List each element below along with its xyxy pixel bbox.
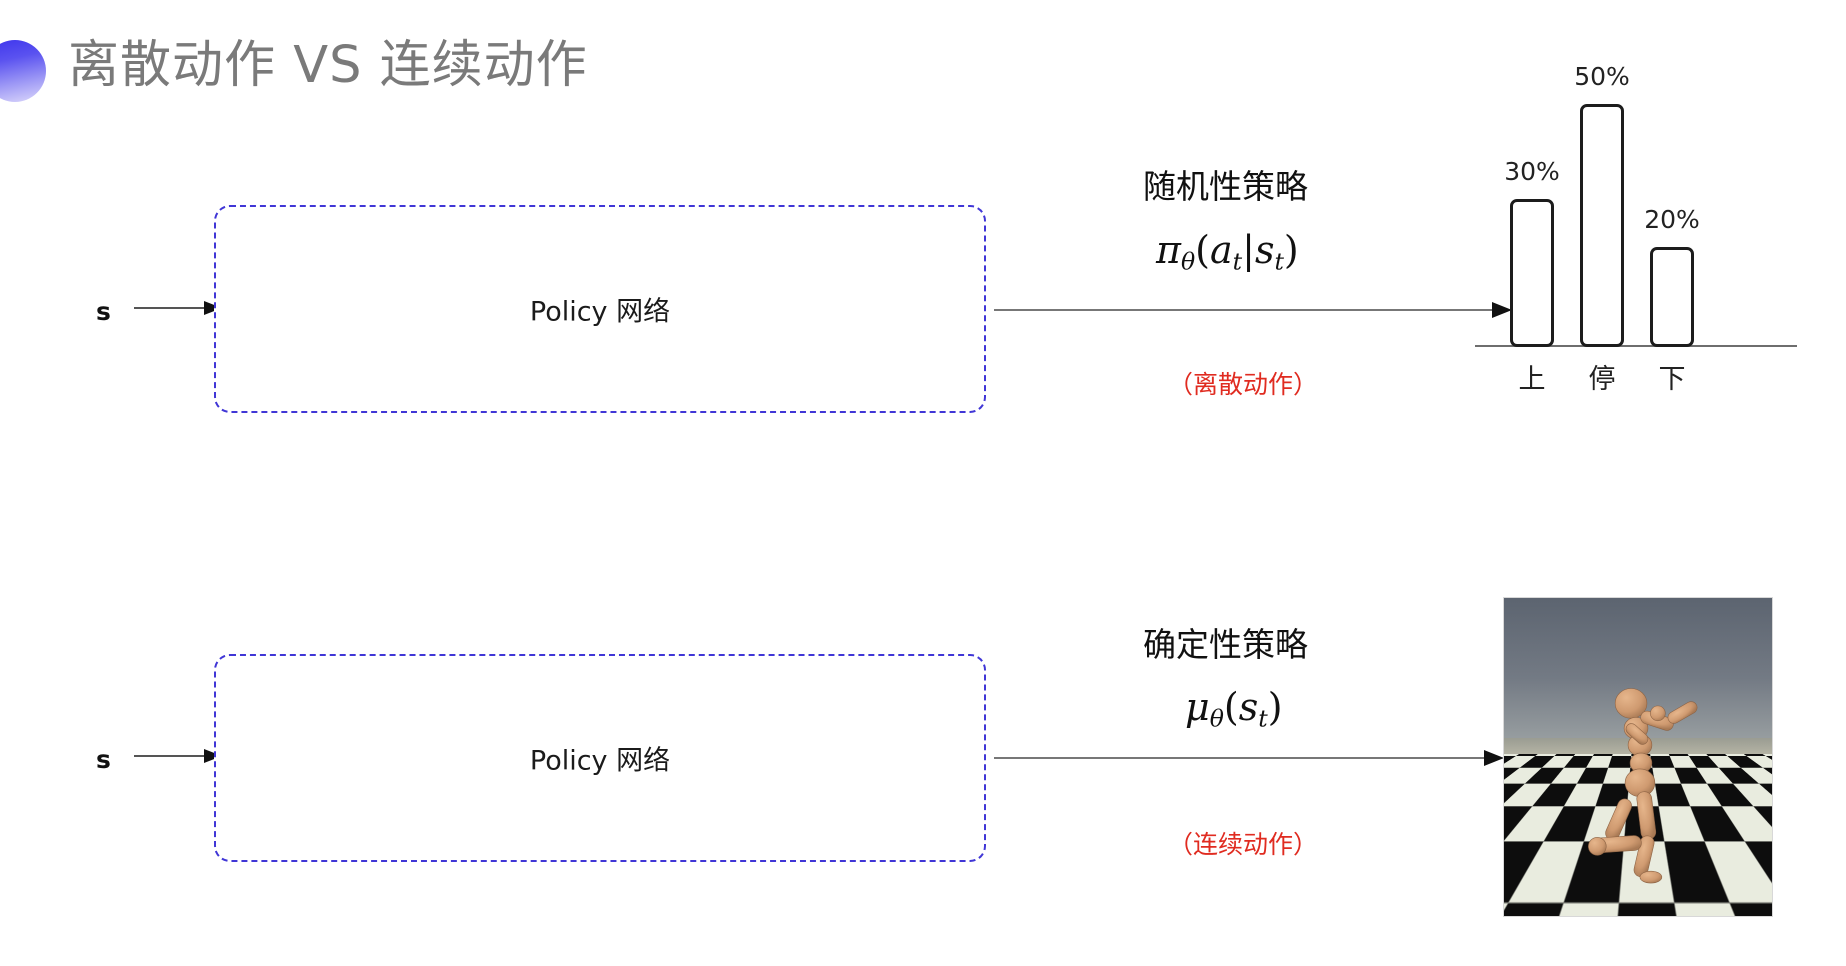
formula-open-paren: ( bbox=[1223, 685, 1239, 729]
formula-base-subscript: θ bbox=[1209, 704, 1224, 733]
formula-arg1: a bbox=[1210, 228, 1233, 272]
formula-arg2: s bbox=[1254, 228, 1275, 272]
formula-arg1-subscript: t bbox=[1232, 247, 1243, 276]
formula-close-paren: ) bbox=[1267, 685, 1283, 729]
arrow-policy-to-simulation bbox=[994, 750, 1504, 766]
policy-network-box-discrete[interactable]: Policy 网络 bbox=[214, 205, 986, 413]
state-input-label-continuous: s bbox=[96, 745, 111, 774]
humanoid-simulation-image bbox=[1503, 597, 1773, 917]
humanoid-figure bbox=[1588, 688, 1698, 884]
category-label-1: 停 bbox=[1588, 364, 1616, 395]
bar-value-label-0: 30% bbox=[1504, 157, 1560, 186]
policy-network-label-continuous: Policy 网络 bbox=[529, 745, 671, 777]
formula-base: π bbox=[1156, 228, 1181, 272]
chart-baseline-axis bbox=[1475, 345, 1797, 347]
policy-type-heading-discrete: 随机性策略 bbox=[1143, 167, 1308, 206]
bar-rect-1[interactable] bbox=[1580, 104, 1624, 347]
slide-header: 离散动作 VS 连续动作 bbox=[0, 18, 1846, 108]
formula-close-paren: ) bbox=[1283, 228, 1299, 272]
formula-open-paren: ( bbox=[1195, 228, 1210, 272]
category-label-0: 上 bbox=[1518, 364, 1546, 395]
bar-group-1: 50% bbox=[1574, 62, 1630, 347]
formula-arg2-subscript: t bbox=[1274, 247, 1284, 276]
page-title: 离散动作 VS 连续动作 bbox=[68, 36, 588, 95]
bar-group-2: 20% bbox=[1644, 205, 1700, 347]
action-probability-bar-chart: 30% 50% 20% 上 停 下 bbox=[1470, 62, 1800, 405]
tick-wrap-1: 停 bbox=[1580, 349, 1624, 395]
state-input-label-discrete: s bbox=[96, 297, 111, 326]
formula-base-subscript: θ bbox=[1180, 247, 1196, 276]
policy-formula-continuous: μθ(st) bbox=[1185, 685, 1283, 733]
discrete-action-note: （离散动作） bbox=[1168, 370, 1319, 399]
bar-rect-2[interactable] bbox=[1650, 247, 1694, 347]
bar-value-label-1: 50% bbox=[1574, 62, 1630, 91]
policy-type-heading-continuous: 确定性策略 bbox=[1143, 625, 1308, 664]
policy-formula-discrete: πθ(at|st) bbox=[1156, 228, 1299, 276]
tick-wrap-2: 下 bbox=[1650, 349, 1694, 395]
policy-network-box-continuous[interactable]: Policy 网络 bbox=[214, 654, 986, 862]
formula-arg1-subscript: t bbox=[1258, 704, 1268, 733]
bar-group-0: 30% bbox=[1504, 157, 1560, 347]
bar-rect-0[interactable] bbox=[1510, 199, 1554, 347]
arrow-state-to-policy-discrete bbox=[134, 301, 222, 315]
formula-conditional-bar: | bbox=[1242, 228, 1255, 272]
bar-value-label-2: 20% bbox=[1644, 205, 1700, 234]
continuous-action-note: （连续动作） bbox=[1168, 830, 1319, 859]
discrete-action-row: s Policy 网络 随机性策略 πθ(at|st) （离散动作） 30% 5… bbox=[0, 0, 1846, 480]
tick-wrap-0: 上 bbox=[1510, 349, 1554, 395]
policy-network-label-discrete: Policy 网络 bbox=[529, 296, 671, 328]
category-label-2: 下 bbox=[1658, 364, 1686, 395]
formula-arg1: s bbox=[1238, 685, 1259, 729]
arrow-policy-to-distribution bbox=[994, 302, 1512, 318]
arrow-state-to-policy-continuous bbox=[134, 749, 222, 763]
formula-base: μ bbox=[1185, 685, 1210, 729]
